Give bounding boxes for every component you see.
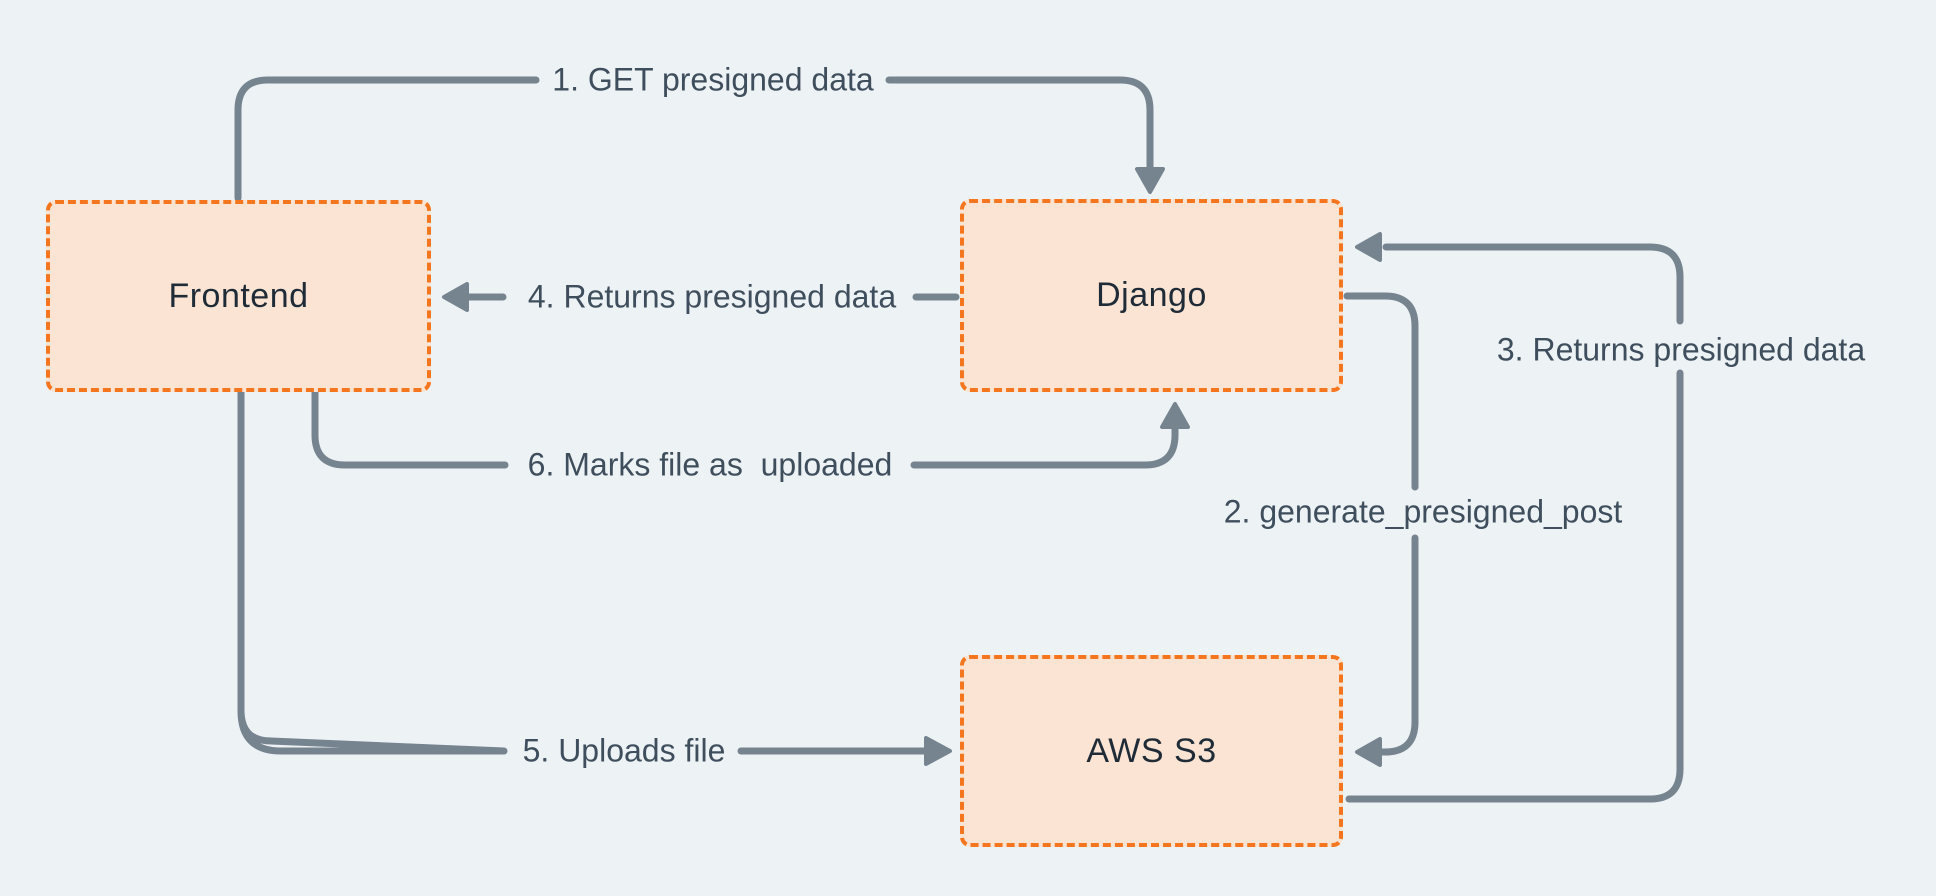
edge-label-step2: 2. generate_presigned_post	[1223, 493, 1623, 530]
edge-step2-line-top	[1343, 292, 1419, 491]
edge-step1-line-left	[234, 76, 540, 202]
node-django-label: Django	[1096, 276, 1207, 314]
node-aws-s3-label: AWS S3	[1086, 731, 1217, 770]
edge-step6-line-right	[910, 424, 1179, 469]
edge-step1-line-right	[885, 76, 1154, 172]
node-frontend-label: Frontend	[168, 276, 309, 315]
node-aws-s3: AWS S3	[960, 655, 1343, 847]
edge-label-step4: 4. Returns presigned data	[527, 278, 897, 315]
edge-step3-arrowhead	[1355, 232, 1382, 262]
edge-step2-arrowhead	[1355, 737, 1382, 767]
edge-label-step1: 1. GET presigned data	[552, 61, 874, 98]
edge-step5-line-left	[237, 386, 508, 755]
edge-step6-arrowhead	[1160, 402, 1190, 429]
edge-label-step3: 3. Returns presigned data	[1496, 331, 1866, 368]
edge-step6-line-left	[311, 386, 509, 469]
edge-step2-line-bottom	[1378, 534, 1419, 756]
edge-step4-arrowhead	[442, 282, 469, 312]
node-frontend: Frontend	[46, 200, 431, 392]
edge-label-step5: 5. Uploads file	[522, 732, 726, 769]
edge-label-step6: 6. Marks file as uploaded	[527, 446, 893, 483]
edge-step1-arrowhead	[1135, 167, 1165, 194]
edge-step5-arrowhead	[924, 736, 952, 766]
edge-step3-line-bottom	[1345, 369, 1684, 803]
edge-step3-line-top	[1382, 243, 1684, 325]
node-django: Django	[960, 199, 1343, 392]
